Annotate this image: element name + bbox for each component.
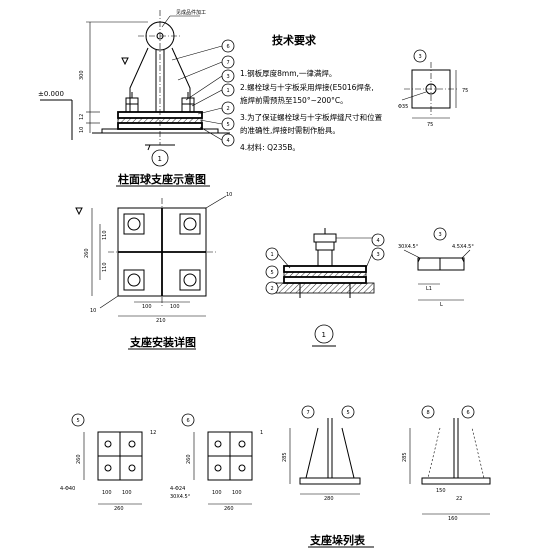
tech-note-1: 1.钢板厚度8mm,一律满焊。 xyxy=(240,68,336,78)
callout-3-bolt: 3 xyxy=(439,232,442,238)
list-b-11: 1 xyxy=(260,430,263,436)
title-support-list: 支座垛列表 xyxy=(309,533,366,547)
list-d-285: 285 xyxy=(402,452,408,462)
title-support-install: 支座安装详图 xyxy=(129,335,196,349)
list-d-22: 22 xyxy=(456,496,462,502)
callout-2-section: 2 xyxy=(271,286,274,292)
list-a-260v: 260 xyxy=(76,454,82,464)
section-1-detail: 4 3 1 5 2 1 xyxy=(265,228,385,347)
support-list: 5 12 260 100 100 260 4-Φ40 6 1 260 100 1… xyxy=(60,405,491,548)
list-b-100b: 100 xyxy=(232,490,242,496)
tech-note-2: 2.螺栓球与十字板采用焊接(E5016焊条, xyxy=(240,82,374,92)
callout-8-list-d: 8 xyxy=(427,410,430,416)
dim-l1: L1 xyxy=(426,286,432,292)
list-d-150: 150 xyxy=(436,488,446,494)
callout-6-schematic: 6 xyxy=(227,44,230,50)
callout-7-schematic: 7 xyxy=(227,60,230,66)
callout-6-list-d: 6 xyxy=(467,410,470,416)
dim-schematic-10: 10 xyxy=(79,127,85,133)
dim-plan-10a: 10 xyxy=(226,192,232,198)
dim-small-75-v: 75 xyxy=(462,88,468,94)
list-a-260h: 260 xyxy=(114,506,124,512)
list-c-rib xyxy=(305,427,355,479)
dim-plan-260: 260 xyxy=(84,248,90,258)
dim-plan-110b: 110 xyxy=(102,262,108,272)
small-plate-detail: 75 75 Φ35 3 xyxy=(398,49,468,128)
callout-5-section: 5 xyxy=(271,270,274,276)
dim-l: L xyxy=(440,302,443,308)
dim-plan-210: 210 xyxy=(156,318,166,324)
dim-small-75-h: 75 xyxy=(427,122,433,128)
plan-bolt-2 xyxy=(183,217,197,231)
callout-1-section: 1 xyxy=(271,252,274,258)
callout-1-schematic-b: 1 xyxy=(227,88,230,94)
callout-6-list-b: 6 xyxy=(187,418,190,424)
list-a-12: 12 xyxy=(150,430,156,436)
list-b-260h: 260 xyxy=(224,506,234,512)
dim-plan-100b: 100 xyxy=(170,304,180,310)
bolt-body xyxy=(417,257,465,271)
callout-3-section: 3 xyxy=(377,252,380,258)
list-a-100b: 100 xyxy=(122,490,132,496)
list-d-160: 160 xyxy=(448,516,458,522)
bolt-right xyxy=(181,97,195,113)
callout-4-section: 4 xyxy=(377,238,380,244)
section-1-label: 1 xyxy=(322,331,326,339)
plan-bolt-1 xyxy=(127,217,141,231)
dim-schematic-height: 300 xyxy=(79,70,85,80)
dim-chamfer-1: 30X4.5° xyxy=(398,244,419,250)
bolt-detail: 30X4.5° 4.5X4.5° L1 L 3 xyxy=(398,227,474,308)
dim-plan-100a: 100 xyxy=(142,304,152,310)
dim-plan-10b: 10 xyxy=(90,308,96,314)
plan-bolt-4 xyxy=(183,273,197,287)
callout-3-schematic: 3 xyxy=(227,74,230,80)
elevation-label: ±0.000 xyxy=(38,90,64,98)
tech-requirements: 技术要求 1.钢板厚度8mm,一律满焊。 2.螺栓球与十字板采用焊接(E5016… xyxy=(240,33,383,152)
list-b-holes: 4-Φ24 xyxy=(170,486,185,492)
bolt-left xyxy=(125,97,139,113)
list-b-260v: 260 xyxy=(186,454,192,464)
dim-schematic-12: 12 xyxy=(79,114,85,120)
tech-note-4: 3.为了保证螺栓球与十字板焊缝尺寸和位置 xyxy=(240,112,383,122)
dim-plan-110a: 110 xyxy=(102,230,108,240)
tech-note-5: 的准确性,焊接时需制作胎具。 xyxy=(240,125,340,135)
support-install-plan: 260 110 110 100 100 210 10 10 支座安装详图 xyxy=(75,192,232,350)
plan-bolt-3 xyxy=(127,273,141,287)
list-a-holes: 4-Φ40 xyxy=(60,486,75,492)
callout-2-schematic: 2 xyxy=(227,106,230,112)
list-b-note: 30X4.5° xyxy=(170,494,191,500)
list-c-280: 280 xyxy=(324,496,334,502)
callout-5-list-a: 5 xyxy=(77,418,80,424)
callout-7-list-c: 7 xyxy=(307,410,310,416)
tech-note-3: 施焊前需预热至150°~200°C。 xyxy=(240,95,348,105)
support-schematic: 见成品件加工 300 12 10 ±0 xyxy=(38,9,235,187)
list-b-100: 100 xyxy=(212,490,222,496)
top-callout-text: 见成品件加工 xyxy=(176,9,206,16)
dim-chamfer-2: 4.5X4.5° xyxy=(452,244,474,250)
callout-5-schematic: 5 xyxy=(227,122,230,128)
callout-3-smallplate: 3 xyxy=(419,54,422,60)
list-c-285: 285 xyxy=(282,452,288,462)
callout-4-schematic: 4 xyxy=(227,138,230,144)
title-support-schematic: 柱面球支座示意图 xyxy=(118,172,206,186)
title-tech-requirements: 技术要求 xyxy=(272,33,317,47)
callout-5-list-c: 5 xyxy=(347,410,350,416)
callout-1-schematic: 1 xyxy=(158,155,162,163)
tech-note-6: 4.材料: Q235B。 xyxy=(240,142,300,152)
dim-small-phi: Φ35 xyxy=(398,104,408,110)
list-d-rib xyxy=(427,427,485,479)
list-a-100: 100 xyxy=(102,490,112,496)
